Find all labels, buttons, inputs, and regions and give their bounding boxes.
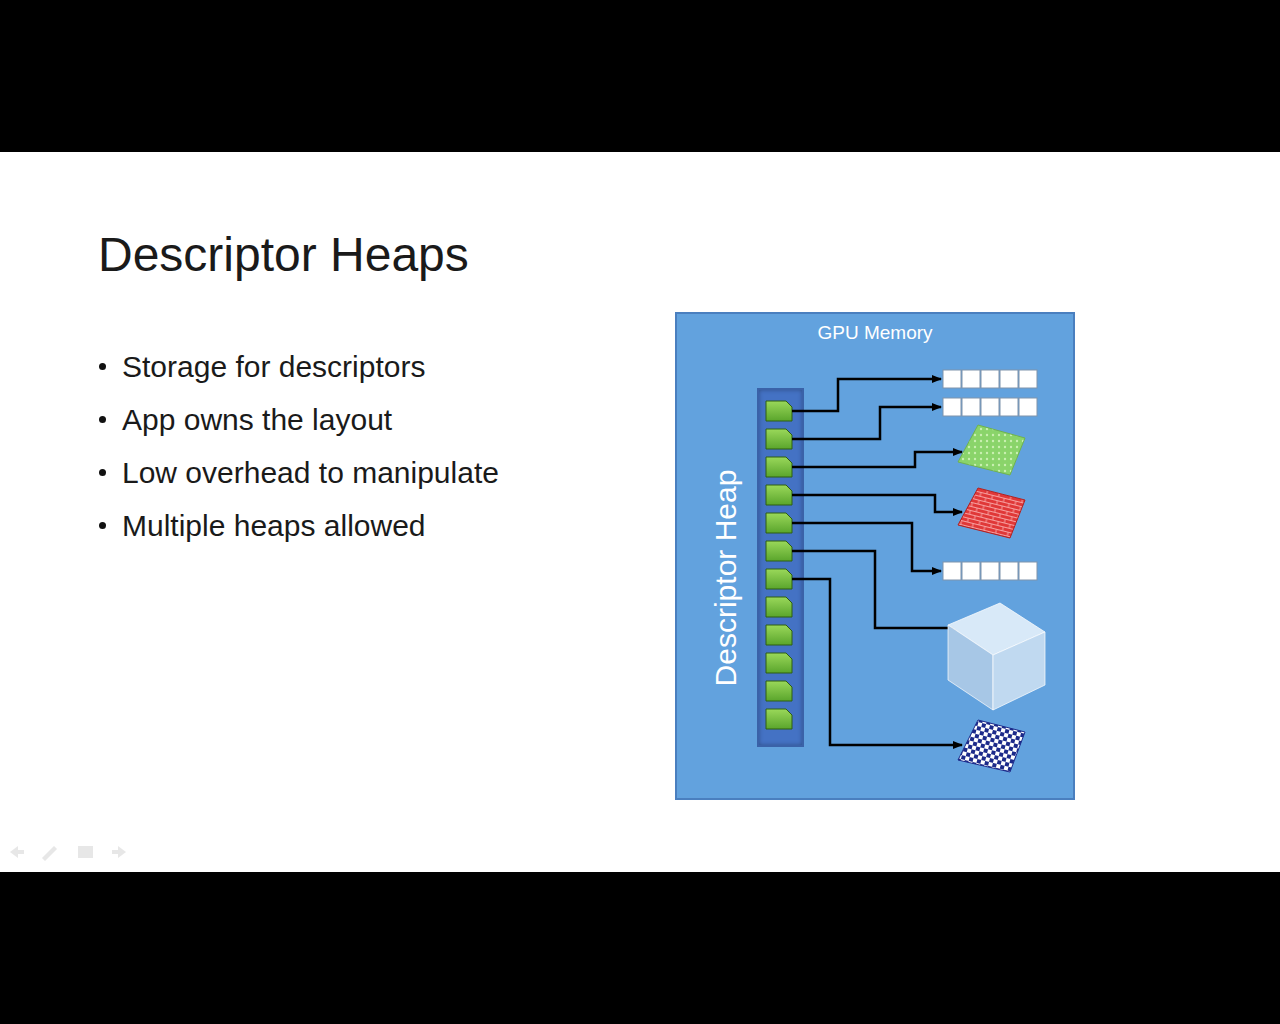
bullet-text: Storage for descriptors [122,349,425,385]
bullet-text: App owns the layout [122,402,392,438]
descriptor-heap-bar: Descriptor Heap [757,388,804,747]
volume-resource [948,603,1045,710]
heap-label: Descriptor Heap [706,428,746,728]
slide-title: Descriptor Heaps [98,226,469,284]
bullet-dot [99,522,106,529]
bullet-dot [99,469,106,476]
memory-label: GPU Memory [677,320,1073,346]
descriptor-slots [766,401,792,729]
bullet-text: Multiple heaps allowed [122,508,426,544]
pointer-arrows [792,379,962,745]
texture-resource [958,425,1025,475]
gpu-memory-box: GPU MemoryDescriptor Heap [675,312,1075,800]
bullet-dot [99,416,106,423]
bullet-text: Low overhead to manipulate [122,455,499,491]
texture-resource [958,488,1025,538]
buffer-resource [943,370,1037,580]
bullet-dot [99,363,106,370]
slideshow-controls [10,846,126,861]
texture-resource [958,720,1025,772]
